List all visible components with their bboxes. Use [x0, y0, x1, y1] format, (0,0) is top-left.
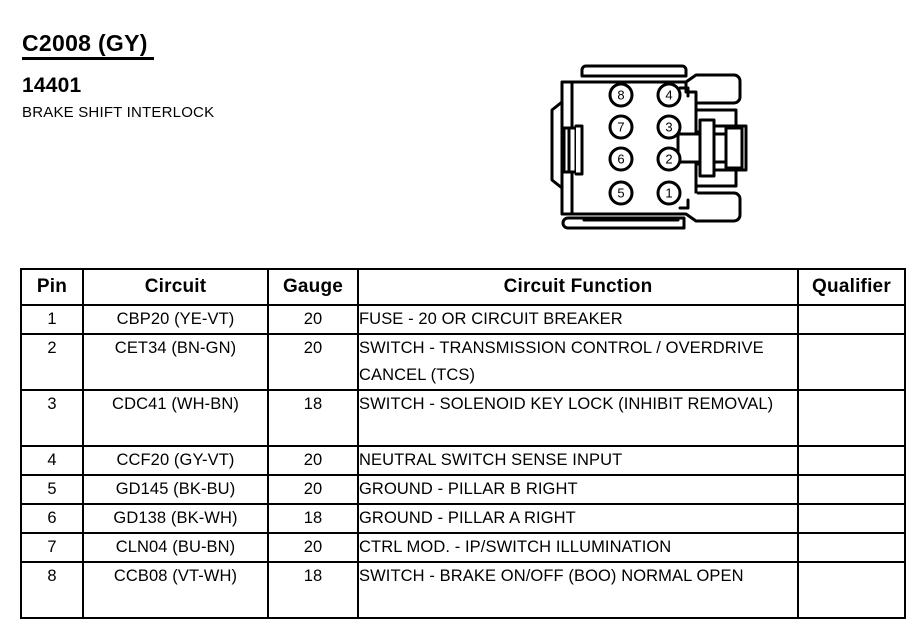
- cell-qualifier: [797, 304, 906, 335]
- cell-function: SWITCH - SOLENOID KEY LOCK (INHIBIT REMO…: [357, 389, 799, 447]
- column-header-gauge: Gauge: [267, 268, 359, 306]
- cell-qualifier: [797, 474, 906, 505]
- cell-qualifier: [797, 389, 906, 447]
- cell-circuit: CLN04 (BU-BN): [82, 532, 269, 563]
- cell-function: FUSE - 20 OR CIRCUIT BREAKER: [357, 304, 799, 335]
- cell-pin: 3: [20, 389, 84, 447]
- cell-gauge: 18: [267, 503, 359, 534]
- pinout-table: Pin Circuit Gauge Circuit Function Quali…: [20, 268, 906, 619]
- cell-pin: 4: [20, 445, 84, 476]
- cell-pin: 5: [20, 474, 84, 505]
- cell-circuit: CCB08 (VT-WH): [82, 561, 269, 619]
- cell-function: GROUND - PILLAR A RIGHT: [357, 503, 799, 534]
- pin-label-4: 4: [665, 88, 672, 103]
- cell-function: CTRL MOD. - IP/SWITCH ILLUMINATION: [357, 532, 799, 563]
- pin-label-2: 2: [665, 152, 672, 167]
- cell-circuit: CDC41 (WH-BN): [82, 389, 269, 447]
- cell-qualifier: [797, 561, 906, 619]
- cell-circuit: GD138 (BK-WH): [82, 503, 269, 534]
- table-header-row: Pin Circuit Gauge Circuit Function Quali…: [20, 268, 906, 306]
- cell-pin: 7: [20, 532, 84, 563]
- cell-pin: 8: [20, 561, 84, 619]
- cell-circuit: GD145 (BK-BU): [82, 474, 269, 505]
- pin-label-5: 5: [617, 186, 624, 201]
- cell-gauge: 20: [267, 445, 359, 476]
- cell-circuit: CBP20 (YE-VT): [82, 304, 269, 335]
- cell-qualifier: [797, 503, 906, 534]
- column-header-pin: Pin: [20, 268, 84, 306]
- connector-housing-icon: 8 7 6 5 4 3 2 1: [548, 52, 768, 242]
- cell-qualifier: [797, 532, 906, 563]
- cell-gauge: 20: [267, 532, 359, 563]
- cell-function: SWITCH - TRANSMISSION CONTROL / OVERDRIV…: [357, 333, 799, 391]
- pin-label-8: 8: [617, 88, 624, 103]
- pin-label-7: 7: [617, 120, 624, 135]
- cell-gauge: 20: [267, 333, 359, 391]
- cell-gauge: 18: [267, 561, 359, 619]
- header-block: C2008 (GY) 14401 BRAKE SHIFT INTERLOCK: [22, 30, 214, 122]
- component-name: BRAKE SHIFT INTERLOCK: [22, 104, 215, 121]
- cell-gauge: 20: [267, 474, 359, 505]
- cell-pin: 1: [20, 304, 84, 335]
- cell-qualifier: [797, 333, 906, 391]
- cell-circuit: CCF20 (GY-VT): [82, 445, 269, 476]
- column-header-circuit: Circuit: [82, 268, 269, 306]
- cell-pin: 2: [20, 333, 84, 391]
- cell-function: GROUND - PILLAR B RIGHT: [357, 474, 799, 505]
- cell-function: SWITCH - BRAKE ON/OFF (BOO) NORMAL OPEN: [357, 561, 799, 619]
- cell-function: NEUTRAL SWITCH SENSE INPUT: [357, 445, 799, 476]
- cell-gauge: 18: [267, 389, 359, 447]
- column-header-function: Circuit Function: [357, 268, 799, 306]
- cell-qualifier: [797, 445, 906, 476]
- cell-circuit: CET34 (BN-GN): [82, 333, 269, 391]
- pin-label-3: 3: [665, 120, 672, 135]
- part-number: 14401: [22, 74, 82, 97]
- column-header-qualifier: Qualifier: [797, 268, 906, 306]
- connector-id-heading: C2008 (GY): [22, 30, 154, 60]
- pin-label-6: 6: [617, 152, 624, 167]
- pin-label-1: 1: [665, 186, 672, 201]
- cell-gauge: 20: [267, 304, 359, 335]
- cell-pin: 6: [20, 503, 84, 534]
